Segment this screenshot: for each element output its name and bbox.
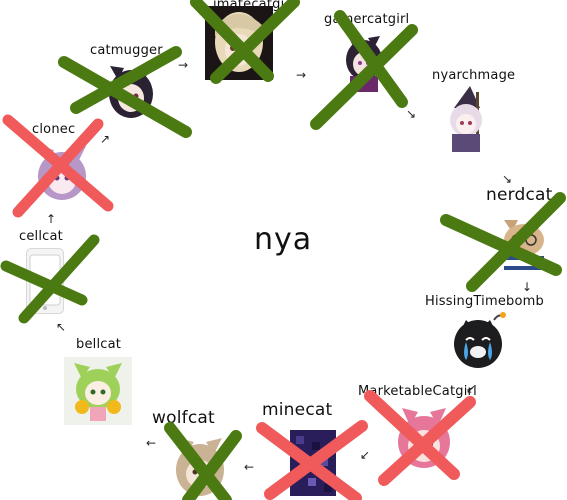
arrow: ↙ [466, 382, 477, 396]
avatar-image [26, 248, 64, 314]
arrow: ← [146, 436, 157, 450]
avatar-image [205, 6, 273, 80]
node-label: HissingTimebomb [425, 294, 544, 309]
avatar-image [30, 140, 94, 206]
node-label: nerdcat [486, 185, 553, 205]
node-label: cellcat [19, 229, 63, 244]
avatar-image [102, 60, 160, 126]
node-label: catmugger [90, 43, 163, 58]
arrow: ↖ [56, 320, 67, 334]
avatar-image [168, 430, 232, 500]
center-label: nya [254, 222, 313, 257]
avatar-image [388, 402, 460, 474]
node-label: nyarchmage [432, 68, 516, 83]
avatar-image [448, 310, 510, 372]
avatar-image [286, 428, 340, 498]
node-label: minecat [262, 400, 333, 420]
node-label: bellcat [76, 337, 122, 352]
node-label: wolfcat [152, 408, 215, 428]
avatar-image [440, 86, 498, 152]
node-label: clonec [32, 122, 76, 137]
arrow: ↘ [406, 107, 417, 121]
arrow: ↑ [46, 212, 57, 226]
arrow: ↗ [100, 132, 111, 146]
avatar-image [340, 30, 388, 92]
node-label: MarketableCatgirl [358, 384, 477, 399]
avatar-image [496, 210, 552, 272]
arrow: ↙ [360, 448, 371, 462]
arrow: ← [244, 460, 255, 474]
avatar-image [64, 357, 132, 425]
arrow: → [178, 58, 189, 72]
arrow: ↘ [502, 172, 513, 186]
arrow: → [296, 68, 307, 82]
arrow: ↓ [522, 280, 533, 294]
node-label: gamercatgirl [324, 12, 410, 27]
